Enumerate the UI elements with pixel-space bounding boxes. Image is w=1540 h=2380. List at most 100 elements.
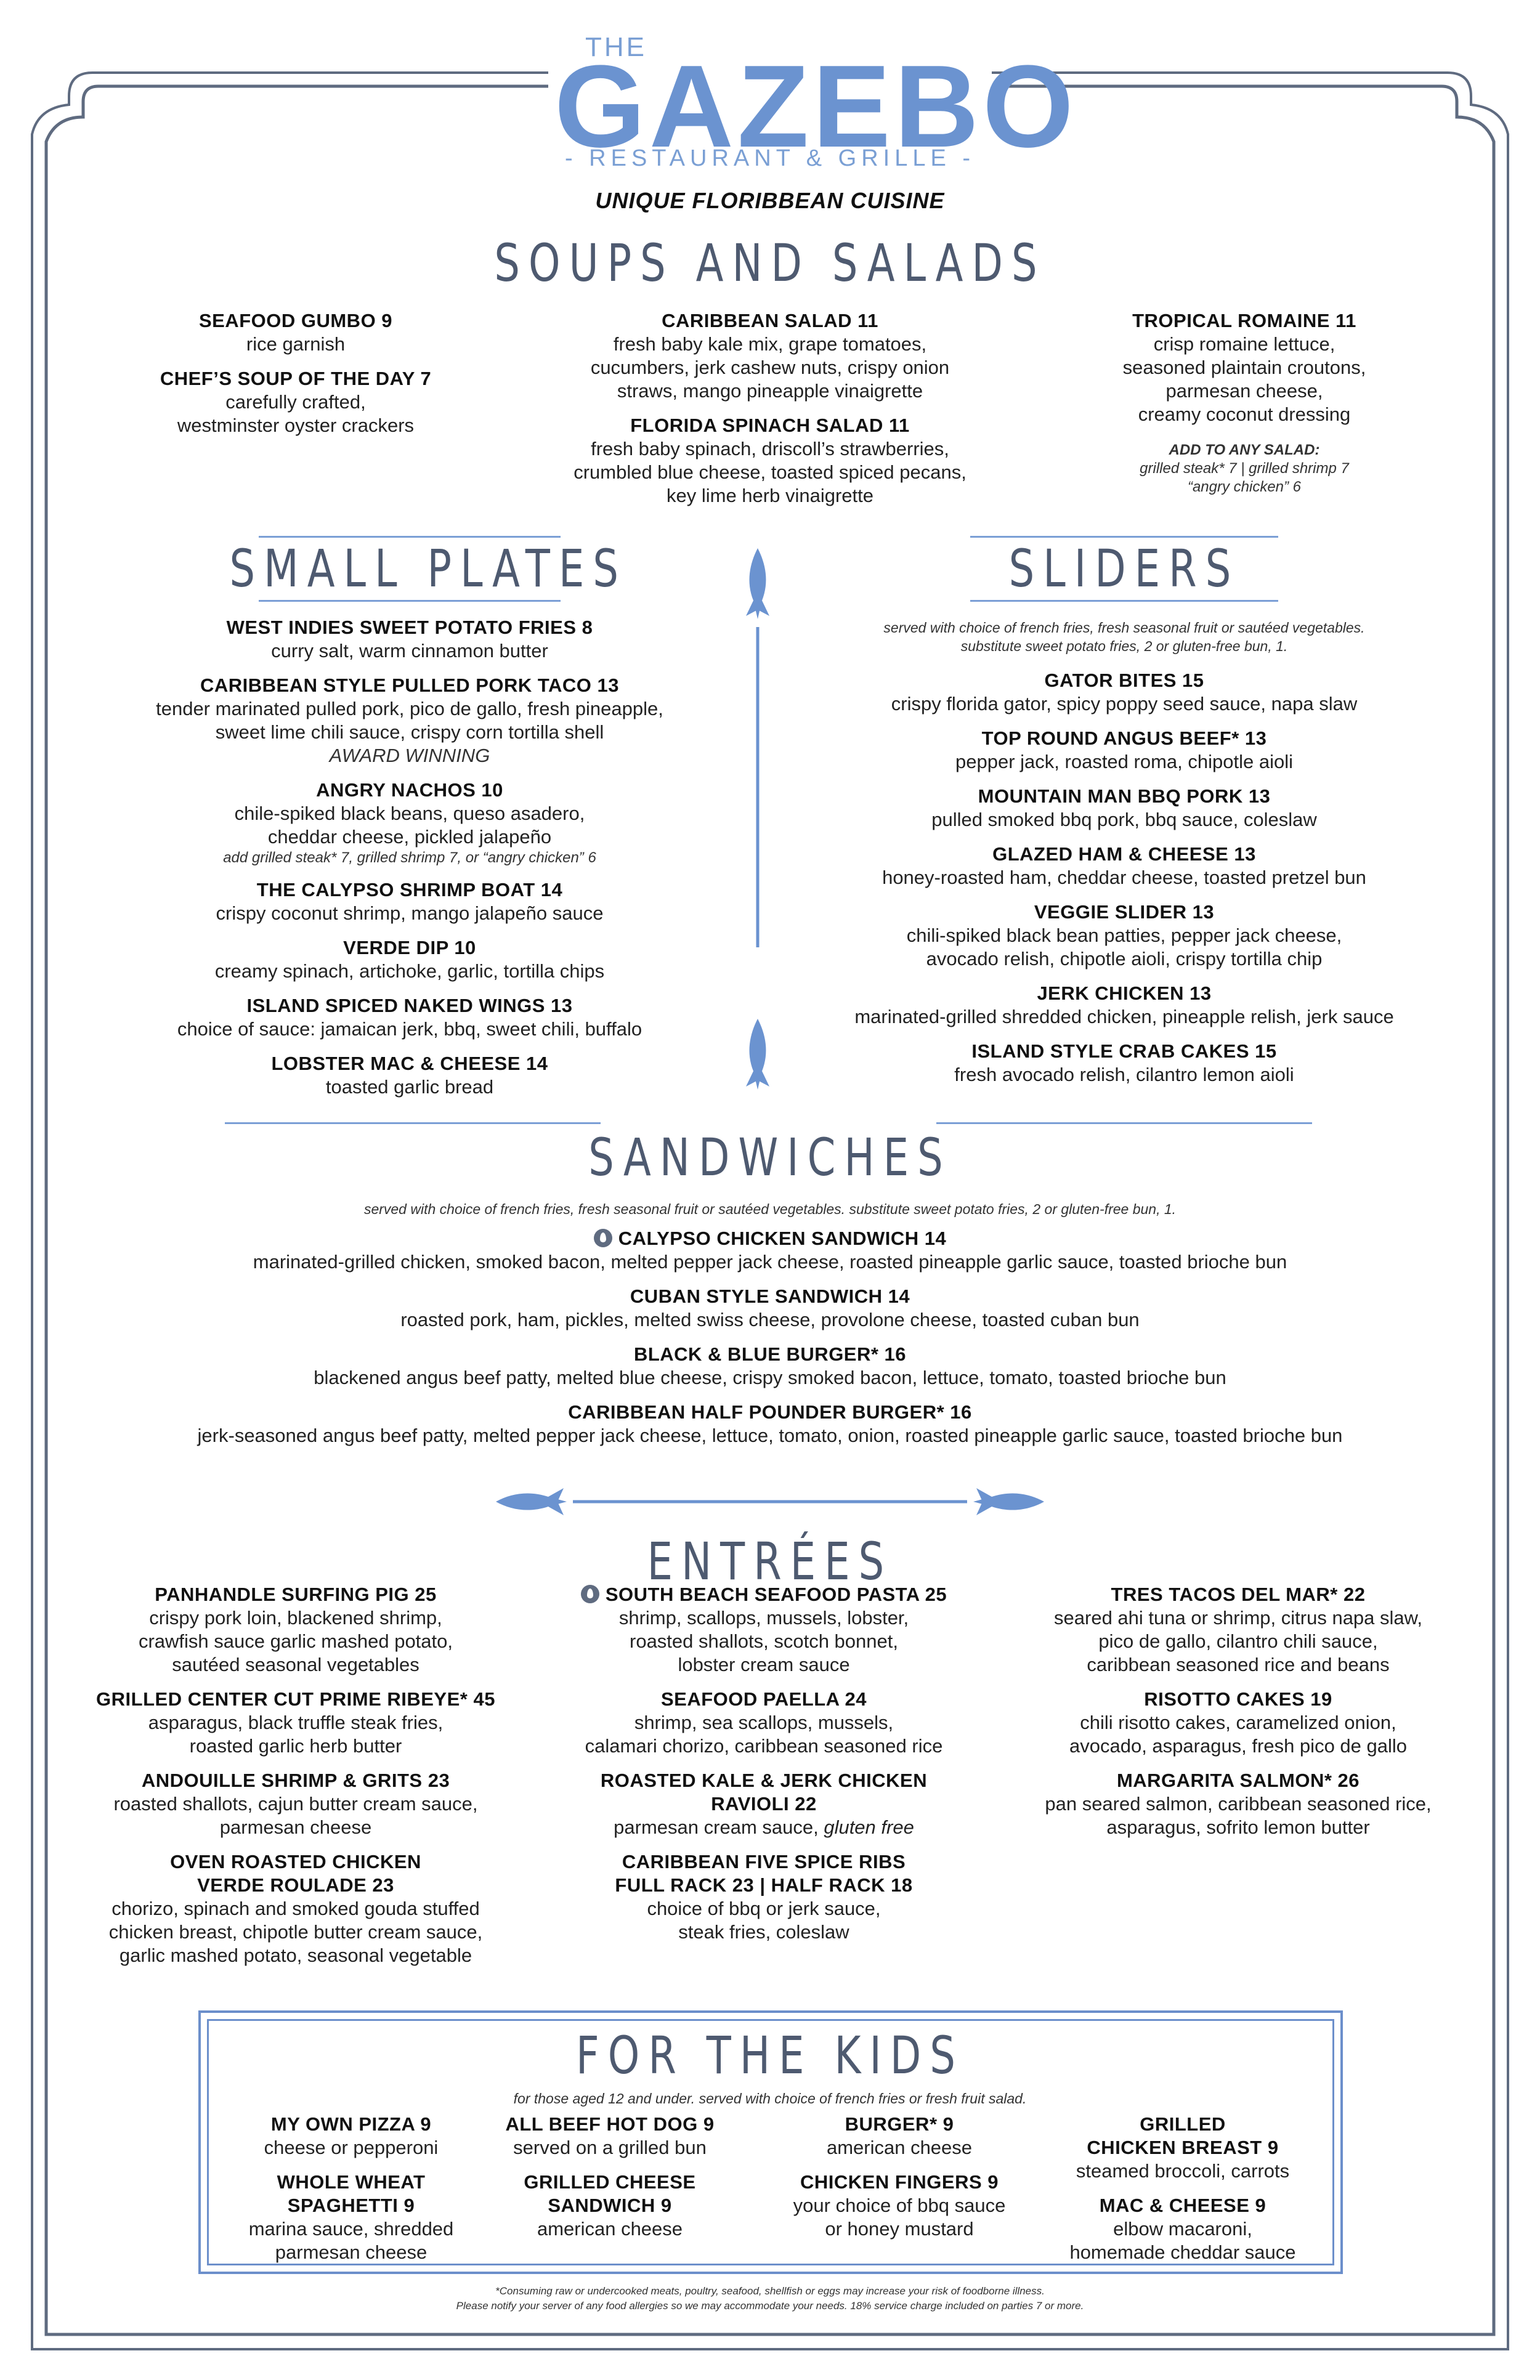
item-name: PANHANDLE SURFING PIG 25 <box>155 1584 437 1605</box>
item-name: CHICKEN BREAST 9 <box>1087 2137 1279 2158</box>
menu-item: CHICKEN FINGERS 9 your choice of bbq sau… <box>758 2171 1041 2241</box>
item-name: ISLAND STYLE CRAB CAKES 15 <box>971 1040 1277 1062</box>
menu-item: ANGRY NACHOS 10 chile-spiked black beans… <box>92 779 727 867</box>
sliders-note: served with choice of french fries, fres… <box>801 618 1448 655</box>
kids-col-3: BURGER* 9 american cheese CHICKEN FINGER… <box>758 2113 1041 2241</box>
item-desc: american cheese <box>826 2137 973 2158</box>
section-title-soups-salads: SOUPS AND SALADS <box>494 233 1046 293</box>
item-name: MOUNTAIN MAN BBQ PORK 13 <box>978 785 1271 807</box>
item-name: CARIBBEAN HALF POUNDER BURGER* 16 <box>568 1401 972 1423</box>
kids-box-inner <box>207 2019 1334 2265</box>
item-desc: calamari chorizo, caribbean seasoned ric… <box>585 1735 943 1757</box>
item-name: ANGRY NACHOS 10 <box>316 779 503 801</box>
item-name: VERDE ROULADE 23 <box>197 1874 394 1896</box>
menu-item: ALL BEEF HOT DOG 9 served on a grilled b… <box>480 2113 739 2159</box>
item-desc: westminster oyster crackers <box>177 415 415 436</box>
item-name: ALL BEEF HOT DOG 9 <box>505 2113 715 2135</box>
menu-item: SEAFOOD PAELLA 24 shrimp, sea scallops, … <box>542 1688 986 1758</box>
item-name: CARIBBEAN FIVE SPICE RIBS <box>622 1851 906 1872</box>
menu-item: JERK CHICKEN 13 marinated-grilled shredd… <box>801 982 1448 1029</box>
menu-item: RISOTTO CAKES 19 chili risotto cakes, ca… <box>1016 1688 1460 1758</box>
item-desc: avocado, asparagus, fresh pico de gallo <box>1069 1735 1408 1757</box>
item-desc: tender marinated pulled pork, pico de ga… <box>156 698 663 719</box>
menu-item: WEST INDIES SWEET POTATO FRIES 8 curry s… <box>92 616 727 663</box>
menu-item: ANDOUILLE SHRIMP & GRITS 23 roasted shal… <box>80 1769 511 1839</box>
menu-item: TROPICAL ROMAINE 11 crisp romaine lettuc… <box>1053 309 1435 426</box>
item-desc: curry salt, warm cinnamon butter <box>271 640 548 662</box>
sliders-note-line: served with choice of french fries, fres… <box>883 620 1365 636</box>
item-desc: lobster cream sauce <box>678 1654 850 1675</box>
item-desc-italic: gluten free <box>824 1816 914 1838</box>
soups-col-3: TROPICAL ROMAINE 11 crisp romaine lettuc… <box>1053 309 1435 496</box>
item-name: FULL RACK 23 | HALF RACK 18 <box>615 1874 913 1896</box>
item-desc: choice of sauce: jamaican jerk, bbq, swe… <box>177 1018 642 1040</box>
menu-item: ROASTED KALE & JERK CHICKEN RAVIOLI 22 p… <box>542 1769 986 1839</box>
entrees-col-1: PANHANDLE SURFING PIG 25 crispy pork loi… <box>80 1583 511 1967</box>
item-name: SEAFOOD GUMBO 9 <box>198 310 393 331</box>
item-name: JERK CHICKEN 13 <box>1037 982 1212 1004</box>
menu-item: GRILLED CHEESE SANDWICH 9 american chees… <box>480 2171 739 2241</box>
item-desc-text: parmesan cream sauce, <box>614 1816 824 1838</box>
menu-item: CARIBBEAN SALAD 11 fresh baby kale mix, … <box>524 309 1016 403</box>
item-name: SANDWICH 9 <box>548 2195 672 2216</box>
menu-item: VERDE DIP 10 creamy spinach, artichoke, … <box>92 936 727 983</box>
item-desc: asparagus, black truffle steak fries, <box>148 1712 444 1733</box>
menu-item: THE CALYPSO SHRIMP BOAT 14 crispy coconu… <box>92 878 727 925</box>
menu-item: MARGARITA SALMON* 26 pan seared salmon, … <box>1016 1769 1460 1839</box>
logo-gazebo: GAZEBO <box>554 41 1077 172</box>
sandwiches-rule-left <box>225 1122 601 1124</box>
footer-line: *Consuming raw or undercooked meats, pou… <box>495 2285 1045 2297</box>
item-name: WHOLE WHEAT <box>277 2171 426 2193</box>
sandwiches-list: CALYPSO CHICKEN SANDWICH 14 marinated-gr… <box>80 1227 1460 1447</box>
item-desc: cucumbers, jerk cashew nuts, crispy onio… <box>590 357 950 378</box>
item-desc: shrimp, sea scallops, mussels, <box>634 1712 894 1733</box>
item-desc: roasted garlic herb butter <box>189 1735 402 1757</box>
item-desc: chili risotto cakes, caramelized onion, <box>1080 1712 1396 1733</box>
item-desc: creamy spinach, artichoke, garlic, torti… <box>214 960 605 982</box>
item-desc: jerk-seasoned angus beef patty, melted p… <box>197 1425 1343 1446</box>
item-name: OVEN ROASTED CHICKEN <box>170 1851 421 1872</box>
item-desc: chicken breast, chipotle butter cream sa… <box>108 1921 483 1943</box>
item-desc: fresh baby spinach, driscoll’s strawberr… <box>591 438 949 459</box>
salad-addon: ADD TO ANY SALAD: grilled steak* 7 | gri… <box>1053 441 1435 496</box>
item-desc: chorizo, spinach and smoked gouda stuffe… <box>111 1898 480 1919</box>
spicy-icon <box>593 1229 612 1247</box>
item-name: THE CALYPSO SHRIMP BOAT 14 <box>256 879 563 901</box>
kids-col-1: MY OWN PIZZA 9 cheese or pepperoni WHOLE… <box>228 2113 474 2264</box>
small-plates-list: WEST INDIES SWEET POTATO FRIES 8 curry s… <box>92 616 727 1099</box>
item-desc: pulled smoked bbq pork, bbq sauce, coles… <box>931 809 1317 830</box>
item-desc: pepper jack, roasted roma, chipotle aiol… <box>955 751 1293 772</box>
item-desc: roasted shallots, scotch bonnet, <box>630 1630 898 1652</box>
fish-divider-horizontal <box>496 1488 1044 1515</box>
item-name: CHEF’S SOUP OF THE DAY 7 <box>160 368 432 389</box>
item-desc: sautéed seasonal vegetables <box>172 1654 419 1675</box>
footer-disclaimer: *Consuming raw or undercooked meats, pou… <box>246 2284 1294 2313</box>
item-desc: american cheese <box>537 2218 683 2240</box>
sliders-rule-top <box>970 536 1278 538</box>
kids-col-4: GRILLED CHICKEN BREAST 9 steamed broccol… <box>1041 2113 1324 2264</box>
section-title-kids: FOR THE KIDS <box>576 2025 964 2086</box>
spicy-icon <box>580 1585 599 1603</box>
item-name-text: CALYPSO CHICKEN SANDWICH 14 <box>618 1228 947 1249</box>
item-name: LOBSTER MAC & CHEESE 14 <box>271 1053 548 1074</box>
menu-item: GRILLED CHICKEN BREAST 9 steamed broccol… <box>1041 2113 1324 2183</box>
item-desc: rice garnish <box>246 333 346 355</box>
item-name: TOP ROUND ANGUS BEEF* 13 <box>981 727 1267 749</box>
item-name: ISLAND SPICED NAKED WINGS 13 <box>246 995 573 1016</box>
item-name: CARIBBEAN STYLE PULLED PORK TACO 13 <box>200 674 620 696</box>
item-desc: chili-spiked black bean patties, pepper … <box>906 925 1342 946</box>
item-desc: marinated-grilled chicken, smoked bacon,… <box>253 1251 1287 1273</box>
item-name: ANDOUILLE SHRIMP & GRITS 23 <box>141 1770 450 1791</box>
tagline: UNIQUE FLORIBBEAN CUISINE <box>595 188 945 213</box>
soups-col-1: SEAFOOD GUMBO 9 rice garnish CHEF’S SOUP… <box>111 309 480 437</box>
item-desc: your choice of bbq sauce <box>793 2195 1006 2216</box>
menu-item: CARIBBEAN STYLE PULLED PORK TACO 13 tend… <box>92 674 727 767</box>
item-desc: cheese or pepperoni <box>264 2137 439 2158</box>
item-desc: steamed broccoli, carrots <box>1076 2160 1290 2182</box>
addon-note: add grilled steak* 7, grilled shrimp 7, … <box>223 849 596 866</box>
item-desc: creamy coconut dressing <box>1138 403 1351 425</box>
item-name: GRILLED CENTER CUT PRIME RIBEYE* 45 <box>96 1688 495 1710</box>
fish-divider-vertical <box>746 548 769 1090</box>
entrees-col-3: TRES TACOS DEL MAR* 22 seared ahi tuna o… <box>1016 1583 1460 1839</box>
item-name: TROPICAL ROMAINE 11 <box>1132 310 1356 331</box>
